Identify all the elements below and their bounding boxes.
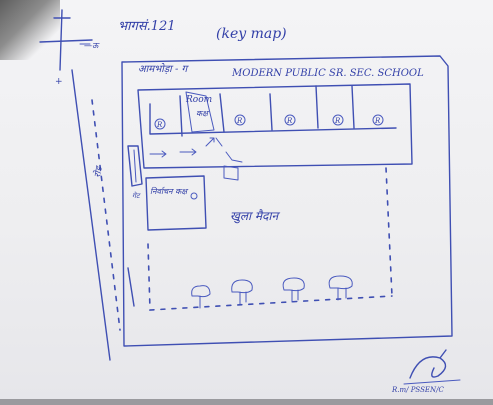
open-ground-label: खुला मैदान	[230, 209, 281, 224]
tree-icon	[191, 285, 211, 309]
signature-icon	[403, 349, 461, 385]
tree-icon	[231, 279, 253, 305]
trees	[191, 275, 353, 309]
school-boundary	[121, 55, 453, 347]
room-marker-text-4: R	[334, 117, 341, 125]
office-marker	[190, 192, 198, 200]
ground-boundary	[127, 167, 393, 311]
room-marker-text-5: R	[374, 117, 381, 125]
gate: गेट	[127, 145, 143, 200]
room-sub-label: कक्ष	[196, 109, 210, 118]
svg-text:+: +	[55, 77, 63, 87]
room-marker-text-3: R	[286, 117, 293, 125]
map-title-paren: (key map)	[216, 26, 287, 42]
room-marker-text-1: R	[156, 121, 163, 129]
room-marker-3	[284, 114, 296, 126]
north-arrow-mark: + —ऊ	[39, 9, 100, 87]
room-marker-4	[332, 114, 344, 126]
tree-icon	[328, 275, 353, 301]
room-marker-1	[154, 118, 166, 130]
road-side-label: रोड	[91, 164, 105, 179]
office-box	[145, 175, 207, 231]
signature-text: R.m/ PSSEN/C	[391, 386, 444, 394]
gate-label: गेट	[132, 191, 141, 200]
paper-bottom-edge	[0, 399, 493, 405]
room-markers: R R R R R	[154, 114, 384, 130]
tree-icon	[282, 277, 305, 303]
paper-corner-shadow	[0, 0, 60, 60]
room-marker-5	[372, 114, 384, 126]
main-road: रोड	[71, 69, 121, 361]
room-marker-2	[234, 114, 246, 126]
road-label: आमभोड़ा - ग	[138, 63, 189, 75]
building-block	[137, 83, 413, 169]
school-name: MODERN PUBLIC SR. SEC. SCHOOL	[231, 68, 424, 79]
room-marker-text-2: R	[236, 117, 243, 125]
svg-text:—ऊ: —ऊ	[84, 41, 100, 50]
room-label: Room	[185, 95, 212, 105]
map-title: भागसं.121	[118, 19, 176, 34]
flow-arrows	[149, 137, 243, 181]
office-label: निर्वाचन कक्ष	[150, 186, 189, 196]
